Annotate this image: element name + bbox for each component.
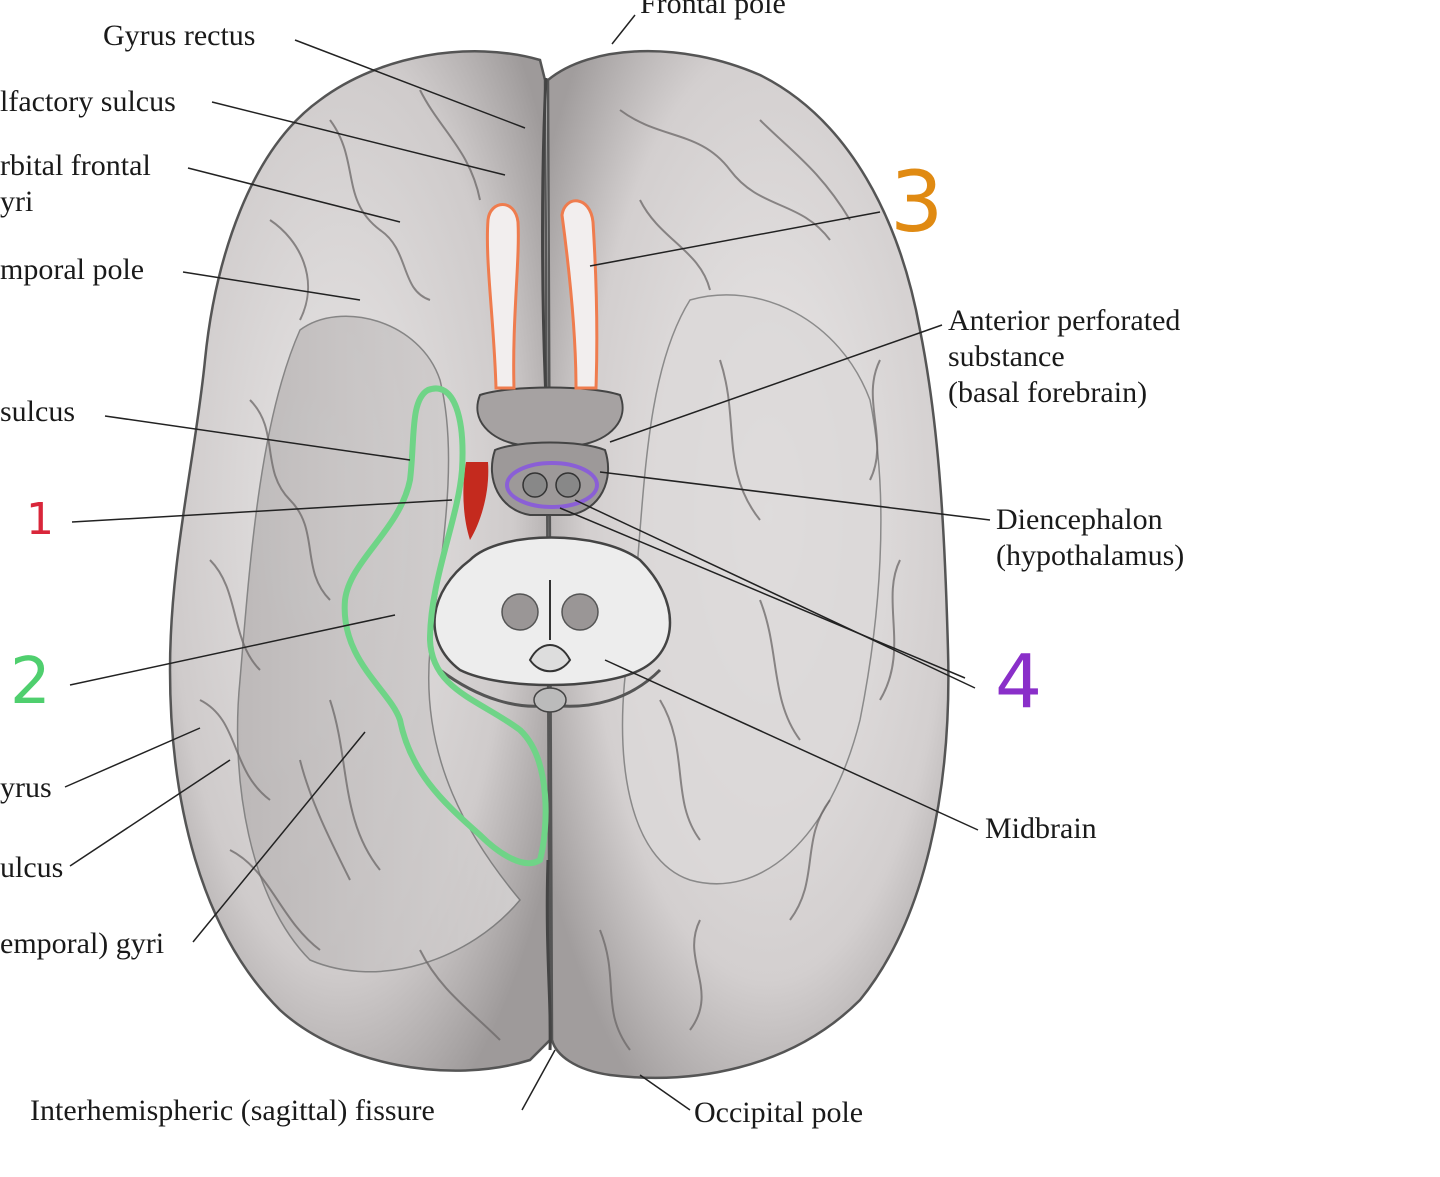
gyri-pattern [199,89,901,1051]
label-orbital-frontal: rbital frontal [0,149,151,182]
label-gyrus: yrus [0,771,52,804]
label-sulcus: sulcus [0,395,75,428]
cerebral-aqueduct [528,580,572,673]
label-midbrain: Midbrain [985,812,1097,845]
cerebral-peduncle-right [561,593,599,631]
label-gyrus-rectus: Gyrus rectus [103,19,256,52]
label-interhemispheric-fissure: Interhemispheric (sagittal) fissure [30,1094,435,1127]
interhemispheric-fissure-line [541,77,552,1051]
annotation-number-2: 2 [10,645,51,719]
label-anterior-perforated-line2: substance [948,340,1065,373]
label-anterior-perforated: Anterior perforated [948,304,1181,337]
label-frontal-pole: Frontal pole [640,0,786,20]
annotation-number-3: 3 [890,153,944,251]
annotation-number-1: 1 [26,494,54,545]
optic-chiasm-region [476,386,624,446]
vermis [533,687,567,713]
label-temporal-gyri: emporal) gyri [0,927,165,960]
label-occipital-pole: Occipital pole [694,1096,864,1129]
red-region-1 [463,462,489,540]
leader-lines [64,14,991,1111]
label-diencephalon-line2: (hypothalamus) [996,539,1185,572]
mammillary-body-right [555,472,581,498]
cerebral-peduncle-left [501,593,539,631]
olfactory-tract-left-outline [485,203,520,390]
label-anterior-perforated-line3: (basal forebrain) [948,376,1148,409]
label-ulcus: ulcus [0,851,64,884]
label-orbital-frontal-line2: yri [0,185,34,218]
mammillary-body-left [522,472,548,498]
label-olfactory-sulcus: lfactory sulcus [0,85,176,118]
olfactory-tract-right-outline [560,199,599,390]
annotation-number-4: 4 [995,639,1043,725]
hypothalamus-region [490,441,610,516]
label-temporal-pole: mporal pole [0,253,145,286]
purple-outline-4 [505,461,599,509]
label-diencephalon: Diencephalon [996,503,1163,536]
green-outline-2 [341,385,549,867]
midbrain-shape [433,536,672,687]
